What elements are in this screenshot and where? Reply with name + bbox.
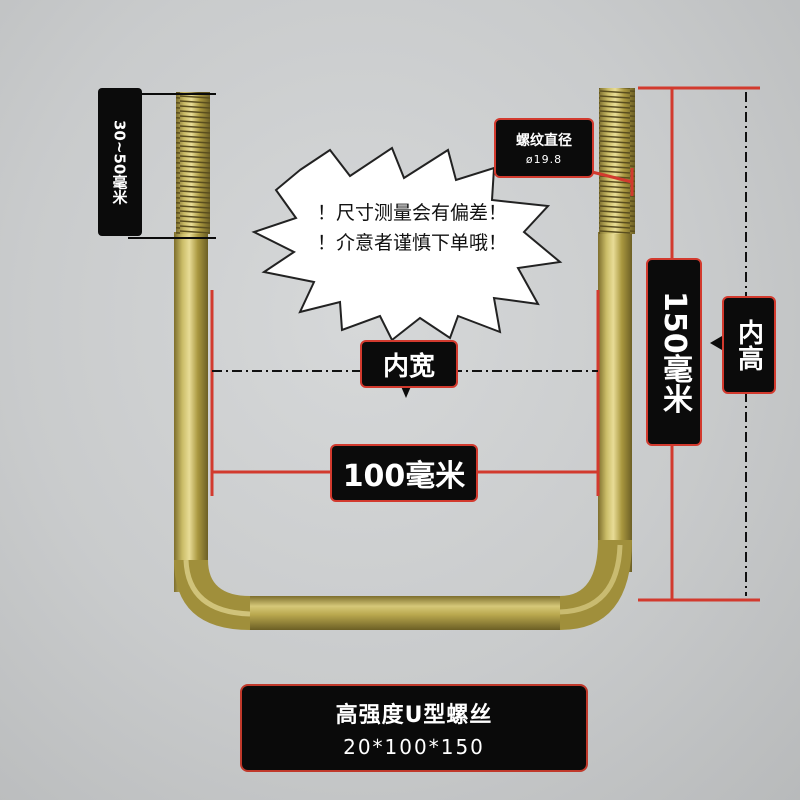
inner-width-label: 内宽: [360, 340, 458, 388]
thread-diameter-value: ø19.8: [525, 153, 563, 166]
notice-text: ！尺寸测量会有偏差！ ！介意者谨慎下单哦！: [282, 198, 542, 258]
product-title-box: 高强度U型螺丝 20*100*150: [240, 684, 588, 772]
diameter-pointer: [591, 168, 634, 196]
thread-length-dimension: [128, 93, 216, 239]
height-dimension: [638, 86, 760, 602]
thread-diameter-label: 螺纹直径 ø19.8: [494, 118, 594, 178]
left-thread: [176, 92, 210, 234]
product-spec: 20*100*150: [343, 735, 485, 759]
notice-line-1: ！尺寸测量会有偏差！: [316, 202, 507, 224]
inner-width-value: 100毫米: [330, 444, 478, 502]
right-thread: [599, 88, 635, 234]
thread-diameter-title: 螺纹直径: [516, 133, 572, 149]
inner-height-label: 内高: [722, 296, 776, 394]
notice-bubble: [251, 146, 563, 342]
notice-line-2: ！介意者谨慎下单哦！: [316, 232, 507, 254]
height-value: 150毫米: [646, 258, 702, 446]
product-name: 高强度U型螺丝: [335, 703, 493, 728]
u-bolt: [174, 232, 632, 630]
thread-length-label: 30~50毫米: [98, 88, 142, 236]
inner-width-dimension: [210, 290, 600, 496]
